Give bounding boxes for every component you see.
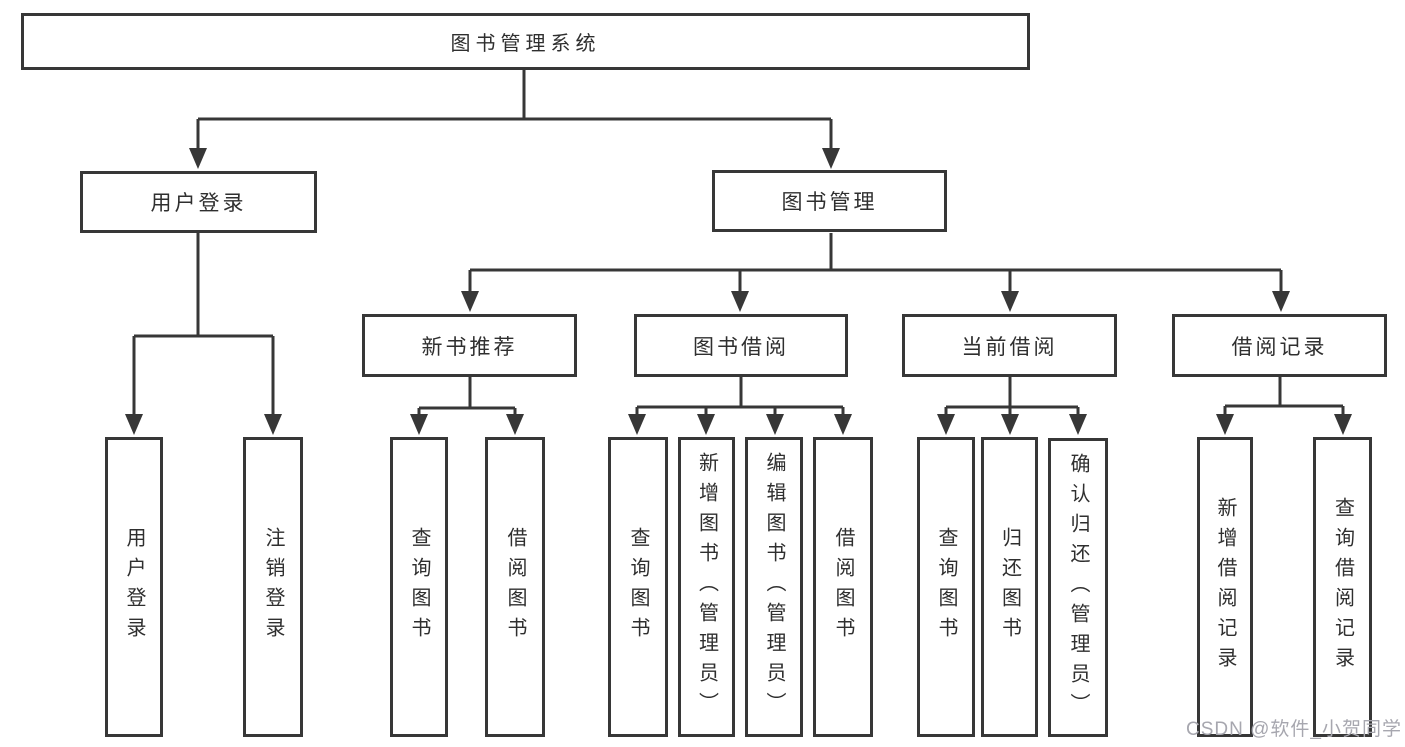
arrow-icon xyxy=(264,414,282,435)
arrow-icon xyxy=(189,148,207,169)
node-label: 查询图书 xyxy=(408,527,430,647)
node-new-book-recommend: 新书推荐 xyxy=(362,314,577,377)
leaf-borrow-borrow-books: 借阅图书 xyxy=(813,437,873,737)
node-book-borrowing: 图书借阅 xyxy=(634,314,848,377)
node-label: 图书借阅 xyxy=(693,335,789,359)
arrow-icon xyxy=(1334,414,1352,435)
node-label: 查询图书 xyxy=(935,527,957,647)
leaf-user-login: 用户登录 xyxy=(105,437,163,737)
node-label: 注销登录 xyxy=(262,527,284,647)
node-label: 编辑图书（管理员） xyxy=(763,452,785,722)
node-label: 用户登录 xyxy=(150,192,247,215)
node-label: 当前借阅 xyxy=(961,335,1058,359)
node-book-management-system: 图书管理系统 xyxy=(21,13,1030,70)
node-label: 新增图书（管理员） xyxy=(695,452,718,722)
arrow-icon xyxy=(1272,291,1290,312)
node-label: 查询图书 xyxy=(627,527,649,647)
arrow-icon xyxy=(1001,291,1019,312)
leaf-records-add-record: 新增借阅记录 xyxy=(1197,437,1253,737)
leaf-borrow-query-books: 查询图书 xyxy=(608,437,668,737)
leaf-logout: 注销登录 xyxy=(243,437,303,737)
arrow-icon xyxy=(766,414,784,435)
node-label: 借阅记录 xyxy=(1231,335,1328,359)
node-label: 查询借阅记录 xyxy=(1331,497,1354,677)
watermark: CSDN @软件_小贺同学 xyxy=(1186,719,1402,740)
node-label: 图书管理系统 xyxy=(450,33,601,55)
arrow-icon xyxy=(697,414,715,435)
arrow-icon xyxy=(125,414,143,435)
arrow-icon xyxy=(1069,414,1087,435)
arrow-icon xyxy=(1001,414,1019,435)
arrow-icon xyxy=(506,414,524,435)
node-borrow-records: 借阅记录 xyxy=(1172,314,1387,377)
arrow-icon xyxy=(461,291,479,312)
node-label: 新增借阅记录 xyxy=(1214,497,1236,677)
leaf-records-query-record: 查询借阅记录 xyxy=(1313,437,1372,737)
node-user-login-branch: 用户登录 xyxy=(80,171,317,233)
arrow-icon xyxy=(731,291,749,312)
arrow-icon xyxy=(834,414,852,435)
node-label: 图书管理 xyxy=(781,191,878,214)
leaf-current-confirm-return-admin: 确认归还（管理员） xyxy=(1048,438,1108,737)
leaf-newbook-query-books: 查询图书 xyxy=(390,437,448,737)
leaf-borrow-add-books-admin: 新增图书（管理员） xyxy=(678,437,735,737)
node-label: 确认归还（管理员） xyxy=(1067,452,1089,723)
leaf-newbook-borrow-books: 借阅图书 xyxy=(485,437,545,737)
leaf-current-query-books: 查询图书 xyxy=(917,437,975,737)
node-label: 新书推荐 xyxy=(421,335,518,359)
node-label: 借阅图书 xyxy=(504,527,526,647)
arrow-icon xyxy=(937,414,955,435)
leaf-borrow-edit-books-admin: 编辑图书（管理员） xyxy=(745,437,803,737)
node-book-management-branch: 图书管理 xyxy=(712,170,947,232)
node-label: 借阅图书 xyxy=(832,527,854,647)
leaf-current-return-books: 归还图书 xyxy=(981,437,1038,737)
arrow-icon xyxy=(1216,414,1234,435)
arrow-icon xyxy=(410,414,428,435)
node-label: 用户登录 xyxy=(123,527,145,647)
arrow-icon xyxy=(628,414,646,435)
arrow-icon xyxy=(822,148,840,169)
node-label: 归还图书 xyxy=(998,527,1021,647)
node-current-borrowing: 当前借阅 xyxy=(902,314,1117,377)
